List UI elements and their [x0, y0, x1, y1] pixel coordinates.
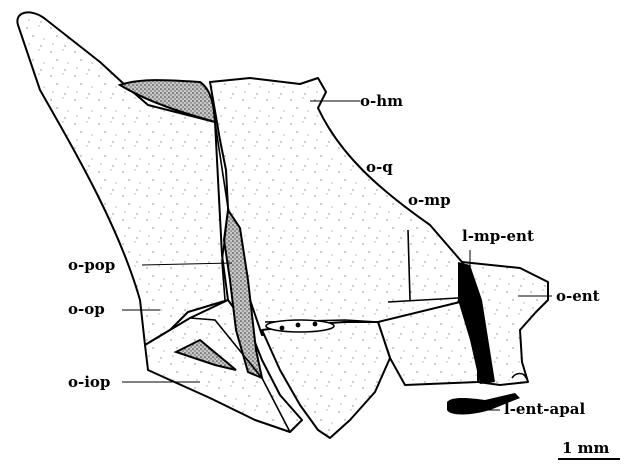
- scale-bar-label: 1 mm: [562, 441, 609, 456]
- label-o-iop: o-iop: [68, 375, 110, 390]
- label-o-mp: o-mp: [408, 193, 451, 208]
- label-o-op: o-op: [68, 302, 105, 317]
- canal-pore-1: [280, 326, 285, 331]
- label-o-ent: o-ent: [556, 289, 600, 304]
- canal-pore-2: [296, 323, 301, 328]
- label-o-pop: o-pop: [68, 258, 115, 273]
- canal-pore-3: [313, 322, 318, 327]
- opercle-bone: [17, 12, 228, 345]
- label-o-q: o-q: [366, 160, 393, 175]
- label-o-hm: o-hm: [360, 94, 403, 109]
- label-l-ent-apal: l-ent-apal: [504, 402, 585, 417]
- label-l-mp-ent: l-mp-ent: [462, 229, 534, 244]
